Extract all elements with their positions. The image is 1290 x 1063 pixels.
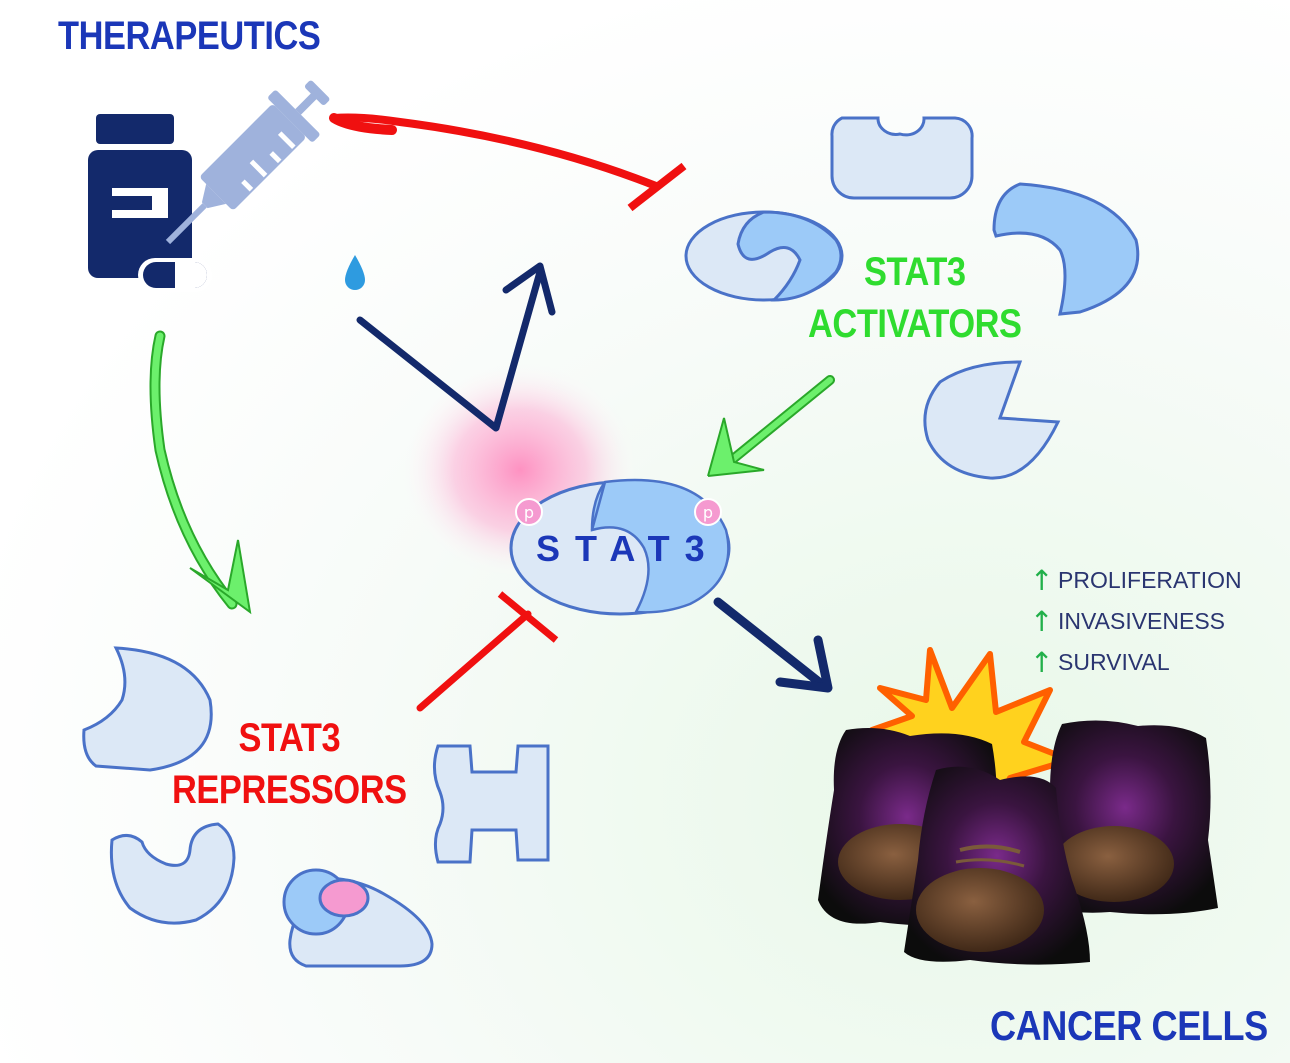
cancer-cell-front (904, 766, 1090, 965)
therapeutics-label: THERAPEUTICS (58, 14, 321, 58)
phospho-right: p (703, 503, 713, 522)
activators-label-line2: ACTIVATORS (808, 302, 1022, 346)
cancer-cells-label: CANCER CELLS (990, 1002, 1268, 1049)
pill-bottle-icon (88, 114, 212, 292)
cancer-cells-icon (818, 647, 1218, 965)
effect-invasiveness: ↑ INVASIVENESS (1030, 601, 1242, 642)
effect-label: INVASIVENESS (1058, 608, 1226, 634)
repressors-label-line1: STAT3 (238, 716, 341, 760)
repressor-h-shape (433, 744, 550, 864)
phospho-left: p (524, 503, 534, 522)
stat3-complex: p p (509, 478, 731, 616)
activator-crescent-shape (992, 182, 1140, 316)
effects-list: ↑ PROLIFERATION ↑ INVASIVENESS ↑ SURVIVA… (1030, 560, 1242, 683)
cancer-cell-right (1032, 720, 1218, 915)
up-arrow-icon: ↑ (1030, 605, 1054, 638)
navy-arrow-stat3-cancer (713, 597, 833, 693)
activators-label: STAT3 ACTIVATORS (808, 246, 1022, 350)
activators-label-line1: STAT3 (863, 250, 966, 294)
up-arrow-icon: ↑ (1030, 646, 1054, 679)
activator-notched-shape (830, 116, 974, 200)
effect-label: PROLIFERATION (1058, 567, 1242, 593)
repressor-hook-shape (82, 646, 213, 772)
activator-blue-piece (736, 210, 843, 302)
repressor-v-shape (109, 822, 236, 925)
repressors-label: STAT3 REPRESSORS (172, 712, 407, 816)
syringe-icon (165, 80, 330, 245)
phospho-left-circle (515, 498, 543, 526)
effect-label: SURVIVAL (1058, 649, 1170, 675)
up-arrow-icon: ↑ (1030, 564, 1054, 597)
repressors-label-line2: REPRESSORS (172, 768, 407, 812)
repressor-shapes (82, 646, 550, 968)
stat3-label: STAT3 (536, 528, 720, 569)
activator-shapes (684, 116, 1140, 480)
navy-arrow-therapeutics-activators (356, 262, 556, 432)
inhibit-arrow-therapeutics-activators (329, 113, 687, 212)
drop-icon (345, 255, 365, 290)
green-arrow-therapeutics-repressors (149, 330, 252, 615)
effect-survival: ↑ SURVIVAL (1030, 642, 1242, 683)
phospho-right-circle (694, 498, 722, 526)
effect-proliferation: ↑ PROLIFERATION (1030, 560, 1242, 601)
green-arrow-activators-stat3 (707, 375, 835, 477)
repressor-pink-ellipse (318, 878, 370, 918)
inhibit-arrow-repressors-stat3 (416, 591, 559, 712)
activator-pacman-shape (923, 360, 1061, 480)
